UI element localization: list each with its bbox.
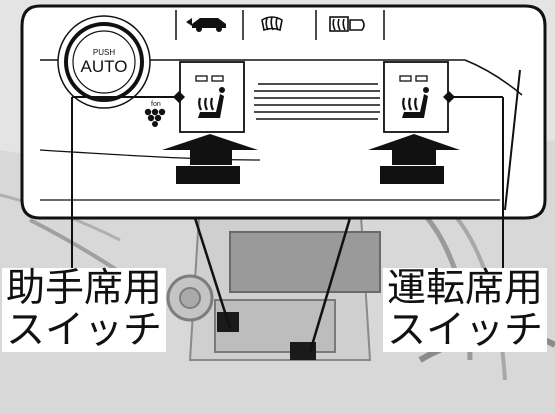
passenger-callout-line2: スイッチ — [6, 308, 163, 353]
passenger-pointer-arrow — [162, 134, 258, 184]
auto-label: AUTO — [81, 57, 128, 76]
center-vent-grille — [254, 83, 380, 120]
panel-contours — [39, 10, 523, 211]
auto-push-label: PUSH — [93, 48, 115, 57]
driver-leader-line — [443, 91, 504, 270]
driver-pointer-arrow — [368, 134, 460, 184]
passenger-indicator-lamp-2 — [211, 75, 224, 82]
driver-switch-callout: 運転席用 スイッチ — [383, 266, 548, 353]
seat-heater-icon — [402, 87, 429, 118]
seat-heater-icon — [198, 87, 225, 118]
fan-speed-label: fon — [151, 101, 161, 108]
fan-speed-icon: fon — [144, 101, 166, 127]
passenger-callout-line1: 助手席用 — [6, 266, 163, 311]
passenger-leader-line — [71, 91, 185, 270]
passenger-seat-heater-switch[interactable] — [179, 61, 245, 133]
rear-defrost-mirror-icon[interactable] — [329, 16, 365, 32]
front-defrost-icon[interactable] — [261, 16, 283, 32]
driver-indicator-lamp-2 — [415, 75, 428, 82]
driver-callout-line1: 運転席用 — [387, 266, 544, 311]
driver-seat-heater-switch[interactable] — [383, 61, 449, 133]
auto-dial[interactable]: PUSH AUTO — [57, 15, 151, 109]
driver-indicator-lamp-1 — [399, 75, 412, 82]
passenger-indicator-lamp-1 — [195, 75, 208, 82]
zoom-connector-lines — [193, 217, 352, 353]
driver-callout-line2: スイッチ — [387, 308, 544, 353]
passenger-switch-callout: 助手席用 スイッチ — [2, 266, 167, 353]
driver-switch-photo — [290, 342, 316, 360]
recirculation-car-icon[interactable] — [186, 18, 226, 32]
